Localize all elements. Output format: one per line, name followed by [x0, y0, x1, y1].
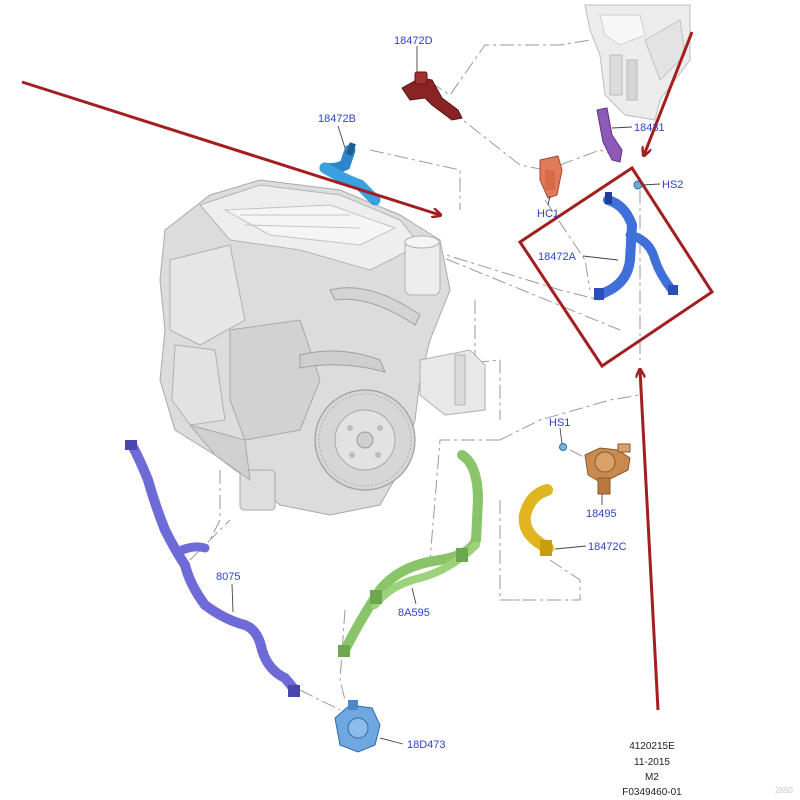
- label-8075: 8075: [216, 571, 240, 583]
- arrow-bottom-pointer: [640, 370, 660, 711]
- part-18431-bracket[interactable]: [596, 107, 623, 163]
- label-18495: 18495: [586, 508, 617, 520]
- part-8A595-hose[interactable]: [338, 450, 484, 657]
- reference-line-4: F0349460-01: [622, 787, 682, 798]
- part-8075-hose[interactable]: [125, 440, 300, 697]
- label-18472B: 18472B: [318, 113, 356, 125]
- engine-block: [159, 179, 451, 516]
- arrow-top-right-pointer: [644, 31, 694, 155]
- highlight-box-18472A: [517, 165, 715, 369]
- part-18472B-hose[interactable]: [319, 142, 381, 206]
- part-HC1-connector[interactable]: [539, 155, 563, 199]
- leader-lines: [231, 46, 661, 745]
- label-18472C: 18472C: [588, 541, 627, 553]
- reference-block: 4120215E 11-2015 M2 F0349460-01: [622, 741, 682, 798]
- label-HC1: HC1: [537, 208, 559, 220]
- mounting-bracket: [419, 349, 486, 416]
- annotation-arrows: [21, 31, 694, 711]
- part-HS1-screw[interactable]: [559, 443, 567, 451]
- arrow-left-pointer: [21, 80, 440, 215]
- label-18472D: 18472D: [394, 35, 433, 47]
- part-labels: 18472D 18472B 18431 HS2 HC1 18472A HS1 1…: [216, 35, 683, 751]
- part-18495-valve[interactable]: [584, 443, 631, 495]
- reference-line-1: 4120215E: [629, 741, 675, 752]
- label-HS2: HS2: [662, 179, 683, 191]
- label-18D473: 18D473: [407, 739, 446, 751]
- reference-line-3: M2: [645, 772, 659, 783]
- watermark-text: 2890: [775, 786, 793, 795]
- upper-component-housing: [584, 4, 691, 121]
- label-18472A: 18472A: [538, 251, 577, 263]
- part-18472A-hose[interactable]: [594, 192, 678, 300]
- label-HS1: HS1: [549, 417, 570, 429]
- label-8A595: 8A595: [398, 607, 430, 619]
- part-18472D-connector[interactable]: [401, 71, 463, 121]
- part-18472C-hose[interactable]: [518, 484, 554, 556]
- reference-line-2: 11-2015: [634, 757, 670, 768]
- label-18431: 18431: [634, 122, 665, 134]
- part-18D473-pump[interactable]: [334, 700, 381, 753]
